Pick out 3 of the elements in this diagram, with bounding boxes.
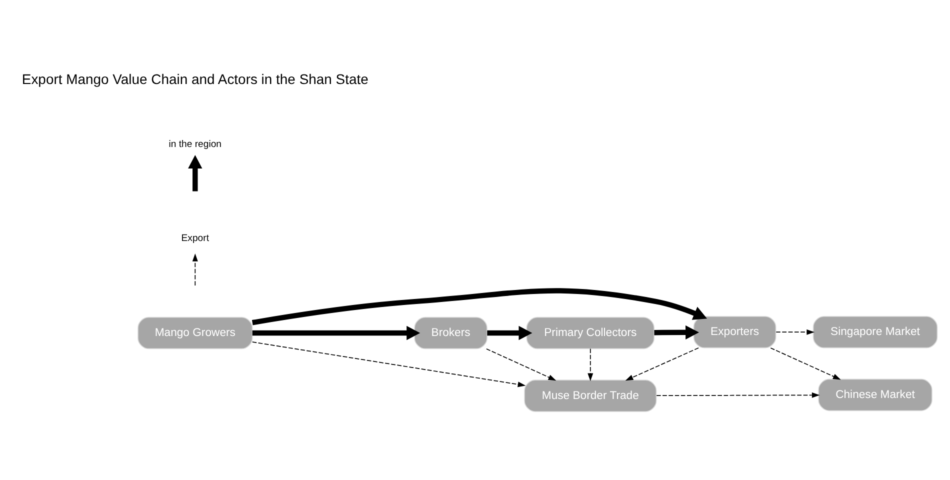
legend-label: in the region — [168, 138, 222, 150]
diagram-title: Export Mango Value Chain and Actors in the Shan State — [22, 70, 368, 87]
legend-label: Export — [181, 232, 209, 244]
